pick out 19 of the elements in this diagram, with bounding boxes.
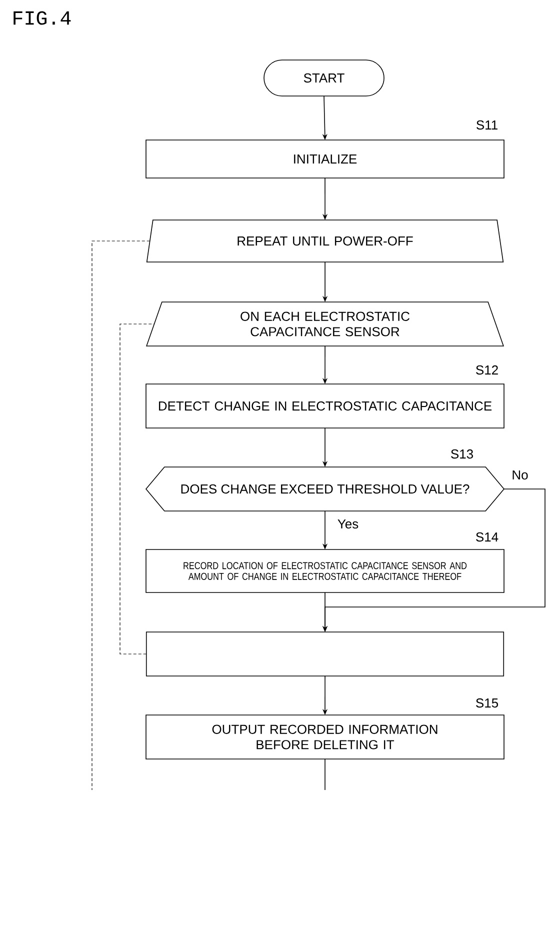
- edge-label: Yes: [336, 518, 360, 530]
- connector-line: [324, 758, 326, 790]
- loop-end-box: [146, 632, 504, 676]
- loop-line: [92, 240, 150, 790]
- loop-start-box: REPEAT UNTIL POWER-OFF: [146, 220, 504, 262]
- loop-line: [120, 324, 155, 654]
- edge-label: No: [510, 469, 530, 481]
- process-box: OUTPUT RECORDED INFORMATION BEFORE DELETING IT: [146, 714, 504, 760]
- decision-hexagon: DOES CHANGE EXCEED THRESHOLD VALUE?: [145, 466, 505, 512]
- process-box: RECORD LOCATION OF ELECTROSTATIC CAPACITANCE SENSOR AND AMOUNT OF CHANGE IN ELECTROSTATIC CAPACITANCE THEREOF: [146, 549, 504, 593]
- process-box: INITIALIZE: [146, 140, 504, 178]
- step-label: S12: [476, 365, 498, 375]
- figure-number: FIG.4: [14, 11, 71, 25]
- step-label: S11: [476, 120, 498, 130]
- step-label: S15: [476, 698, 498, 708]
- terminal-box: START: [264, 60, 384, 96]
- step-label: S13: [451, 449, 473, 459]
- step-label: S14: [476, 532, 498, 542]
- process-box: DETECT CHANGE IN ELECTROSTATIC CAPACITANCE: [146, 384, 504, 428]
